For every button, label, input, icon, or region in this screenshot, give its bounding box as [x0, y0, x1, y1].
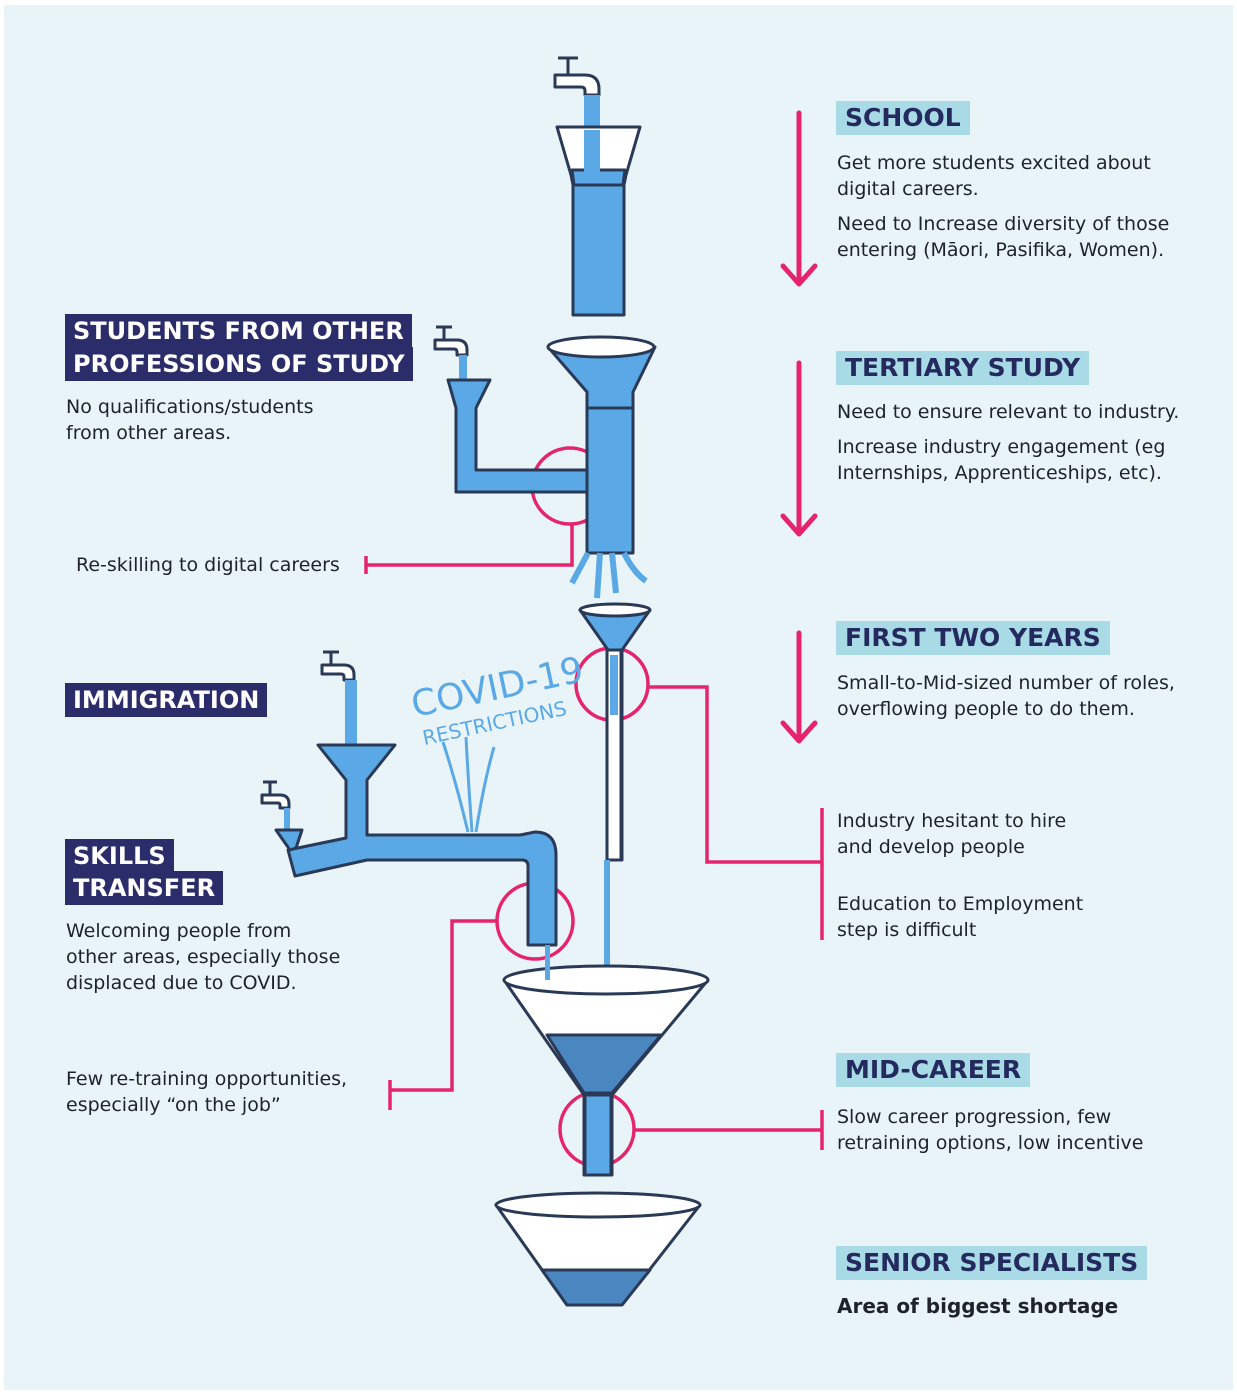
education-step-text: Education to Employment step is difficul… — [837, 893, 1084, 941]
top-tap-icon — [553, 56, 601, 97]
skills-transfer-header-line1: SKILLS — [65, 839, 174, 873]
side-tap-icon — [433, 325, 469, 357]
senior-text: Area of biggest shortage — [837, 1294, 1119, 1318]
mid-career-header: MID-CAREER — [836, 1053, 1031, 1087]
school-text-2: Need to Increase diversity of those ente… — [837, 213, 1170, 261]
students-other-header-line1: STUDENTS FROM OTHER — [65, 314, 412, 348]
tertiary-text-1: Need to ensure relevant to industry. — [837, 401, 1180, 423]
industry-connector — [648, 685, 822, 864]
tertiary-header: TERTIARY STUDY — [836, 351, 1090, 385]
immigration-header: IMMIGRATION — [65, 683, 268, 717]
down-arrow-school — [780, 110, 818, 287]
down-arrow-first-two-years — [780, 630, 818, 744]
reskilling-text: Re-skilling to digital careers — [76, 554, 340, 576]
mid-career-text: Slow career progression, few retraining … — [837, 1106, 1144, 1154]
first-two-years-header: FIRST TWO YEARS — [836, 621, 1110, 655]
students-other-text: No qualifications/students from other ar… — [66, 396, 314, 444]
few-retraining-text: Few re-training opportunities, especiall… — [66, 1068, 348, 1116]
senior-header: SENIOR SPECIALISTS — [836, 1246, 1148, 1280]
covid-fountain — [441, 736, 496, 833]
retraining-connector — [390, 919, 497, 1092]
skills-transfer-header-line2: TRANSFER — [65, 871, 224, 905]
immigration-tap-icon — [320, 650, 356, 682]
down-arrow-tertiary — [780, 360, 818, 537]
first-two-years-text: Small-to-Mid-sized number of roles, over… — [837, 672, 1175, 720]
industry-hesitant-text: Industry hesitant to hire and develop pe… — [837, 810, 1067, 858]
skills-transfer-text: Welcoming people from other areas, espec… — [66, 920, 341, 994]
school-text-1: Get more students excited about digital … — [837, 152, 1151, 200]
tertiary-text-2: Increase industry engagement (eg Interns… — [837, 436, 1166, 484]
skills-tap-icon — [260, 780, 291, 810]
school-header: SCHOOL — [836, 101, 970, 135]
students-other-header-line2: PROFESSIONS OF STUDY — [65, 347, 413, 381]
reskilling-connector — [366, 524, 574, 567]
